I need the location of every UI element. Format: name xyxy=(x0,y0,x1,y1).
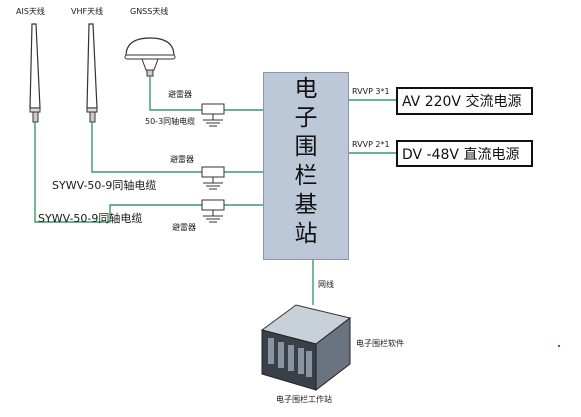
ac-power-box: AV 220V 交流电源 xyxy=(396,87,533,115)
dc-power-label: DV -48V 直流电源 xyxy=(402,146,520,163)
arrester-middle-label: 避雷器 xyxy=(170,155,194,164)
vhf-antenna-label: VHF天线 xyxy=(71,7,104,16)
base-station: 电 子 围 栏 基 站 xyxy=(263,72,349,260)
gnss-antenna-label: GNSS天线 xyxy=(130,7,169,16)
dc-cable-label: RVVP 2*1 xyxy=(352,140,390,149)
decorative-dot xyxy=(557,344,561,348)
vhf-cable-label: SYWV-50-9同轴电缆 xyxy=(52,179,157,192)
workstation-label: 电子围栏工作站 xyxy=(276,395,332,404)
arrester-bottom-icon xyxy=(201,199,225,223)
software-label: 电子围栏软件 xyxy=(356,339,404,348)
ais-antenna-icon xyxy=(29,23,41,123)
gnss-antenna-icon xyxy=(124,37,176,77)
ac-cable-label: RVVP 3*1 xyxy=(352,87,390,96)
base-station-label: 电 子 围 栏 基 站 xyxy=(294,76,318,247)
network-cable-label: 网线 xyxy=(318,280,334,289)
ais-antenna-label: AIS天线 xyxy=(16,7,45,16)
dc-power-box: DV -48V 直流电源 xyxy=(396,140,533,167)
vhf-antenna-icon xyxy=(86,23,98,123)
workstation-server-icon xyxy=(260,304,352,392)
arrester-top-icon xyxy=(201,103,225,127)
power-cables xyxy=(312,99,396,305)
gnss-cable-label: 50-3同轴电缆 xyxy=(145,117,196,126)
coax-cables xyxy=(34,76,263,223)
ac-power-label: AV 220V 交流电源 xyxy=(402,94,522,110)
ais-cable-label: SYWV-50-9同轴电缆 xyxy=(38,212,143,225)
arrester-top-label: 避雷器 xyxy=(168,90,192,99)
arrester-bottom-label: 避雷器 xyxy=(172,223,196,232)
arrester-middle-icon xyxy=(201,166,225,190)
